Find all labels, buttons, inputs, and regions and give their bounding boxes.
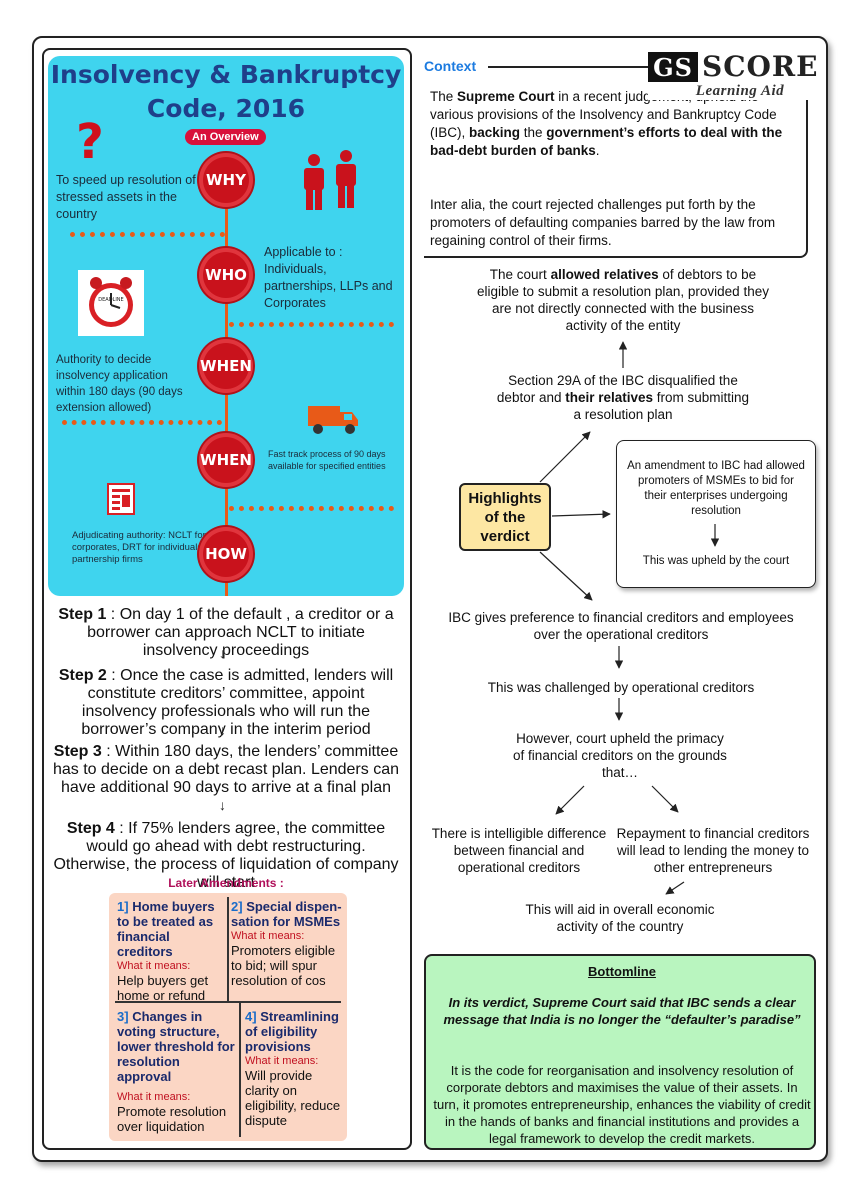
logo-gs: GS	[648, 52, 698, 82]
infographic-title-line2: Code, 2016	[146, 94, 306, 123]
logo-score: SCORE	[702, 50, 819, 83]
divider-dots	[229, 322, 394, 327]
step-2: Step 2 : Once the case is admitted, lend…	[58, 667, 394, 738]
clock-text: DEADLINE	[98, 297, 123, 303]
context-rule	[488, 66, 648, 68]
people-icon	[304, 150, 356, 210]
msme-upheld-text: This was upheld by the court	[642, 555, 790, 567]
msme-amendment-text: An amendment to IBC had allowed promoter…	[627, 460, 805, 517]
challenged-text: This was challenged by operational credi…	[487, 680, 755, 695]
highlights-of-verdict-box: Highlights of the verdict	[459, 483, 551, 551]
context-paragraph-1: The Supreme Court in a recent judgement,…	[430, 89, 783, 158]
amendment-3: 3] Changes in voting structure, lower th…	[117, 1009, 235, 1134]
divider-dots	[229, 506, 394, 511]
bottomline-title: Bottomline	[588, 964, 656, 979]
step-4: Step 4 : If 75% lenders agree, the commi…	[53, 820, 399, 891]
down-arrow-icon: ↓	[219, 645, 226, 661]
later-amendments-title: Later Amendments :	[168, 876, 284, 890]
divider-dots	[62, 420, 222, 425]
msme-amendment-card: An amendment to IBC had allowed promoter…	[616, 440, 816, 588]
context-label: Context	[424, 58, 477, 74]
stage-why-text: To speed up resolution of stressed asset…	[56, 173, 196, 221]
economic-activity-text: This will aid in overall economic activi…	[525, 902, 715, 934]
context-box	[424, 70, 808, 258]
step-3: Step 3 : Within 180 days, the lenders’ c…	[52, 743, 399, 796]
section-29a-text: Section 29A of the IBC disqualified the …	[496, 373, 750, 422]
alarm-clock-icon: DEADLINE	[78, 270, 144, 336]
intelligible-difference-text: There is intelligible difference between…	[431, 826, 607, 875]
truck-icon	[308, 406, 358, 434]
down-arrow-icon: ↓	[219, 722, 226, 738]
ibc-infographic: Insolvency & Bankruptcy Code, 2016 An Ov…	[48, 56, 404, 596]
logo-learning-aid: Learning Aid	[695, 83, 785, 99]
amendments-box: 1] Home buyers to be treated as financia…	[109, 893, 347, 1141]
court-upheld-text: However, court upheld the primacy of fin…	[513, 731, 727, 780]
amendment-4: 4] Streamlining of eligibility provision…	[245, 1009, 341, 1128]
preference-text: IBC gives preference to financial credit…	[448, 610, 794, 642]
stage-who-circle: WHO	[199, 248, 253, 302]
stage-when-circle: WHEN	[199, 339, 253, 393]
bottomline-box: Bottomline In its verdict, Supreme Court…	[424, 954, 816, 1150]
amendment-1: 1] Home buyers to be treated as financia…	[117, 899, 215, 1003]
repayment-text: Repayment to financial creditors will le…	[616, 826, 810, 875]
relatives-allowed-text: The court allowed relatives of debtors t…	[477, 267, 769, 333]
step-1: Step 1 : On day 1 of the default , a cre…	[58, 606, 394, 659]
divider-dots	[70, 232, 225, 237]
bottomline-body: It is the code for reorganisation and in…	[433, 1063, 811, 1146]
stage-fasttrack-text: Fast track process of 90 days available …	[268, 449, 386, 471]
amendment-2: 2] Special dispen-sation for MSMEs What …	[231, 899, 342, 988]
stage-when-text: Authority to decide insolvency applicati…	[56, 354, 183, 414]
stage-how-circle: HOW	[199, 527, 253, 581]
stage-who-text: Applicable to : Individuals, partnership…	[264, 245, 393, 310]
bottomline-quote: In its verdict, Supreme Court said that …	[443, 995, 801, 1027]
infographic-title-line1: Insolvency & Bankruptcy	[50, 60, 402, 89]
question-mark-icon: ?	[76, 114, 104, 166]
stage-how-text: Adjudicating authority: NCLT for corpora…	[72, 530, 212, 565]
svg-text:?: ?	[76, 114, 104, 166]
down-arrow-icon: ↓	[219, 797, 226, 813]
stage-why-circle: WHY	[199, 153, 253, 207]
overview-badge: An Overview	[185, 129, 266, 145]
document-icon	[107, 483, 135, 515]
stage-when-fasttrack-circle: WHEN	[199, 433, 253, 487]
gs-score-logo: GS SCORE Learning Aid	[648, 50, 819, 100]
context-paragraph-2: Inter alia, the court rejected challenge…	[430, 197, 776, 248]
